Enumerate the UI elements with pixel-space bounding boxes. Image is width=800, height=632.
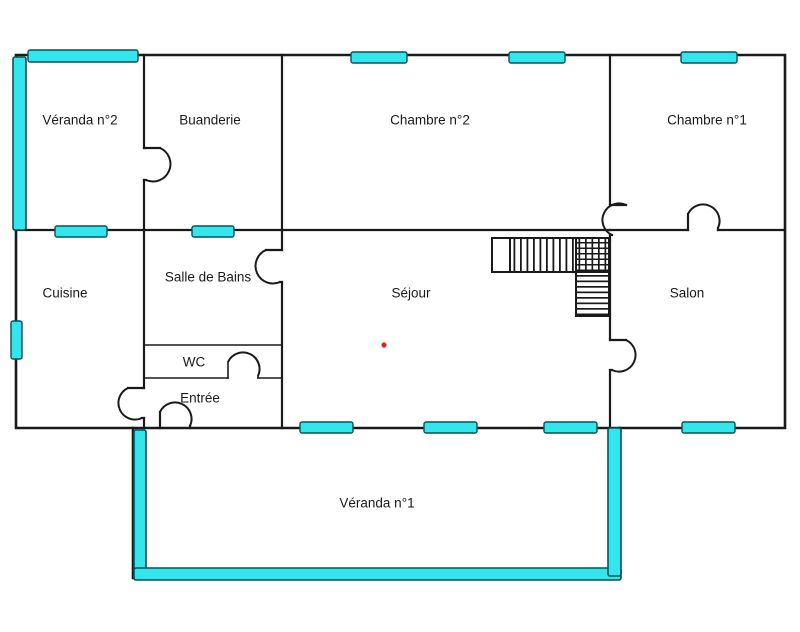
interior-walls xyxy=(14,53,787,430)
room-label-sejour: Séjour xyxy=(391,286,431,301)
door-salle-de-bains xyxy=(254,248,284,285)
window-salon-bottom xyxy=(681,421,736,434)
window-buanderie-bottom xyxy=(191,225,235,238)
room-label-veranda-1: Véranda n°1 xyxy=(339,496,414,511)
window-sejour-bottom-1 xyxy=(299,421,354,434)
glazed-wall-veranda1-left xyxy=(133,429,147,576)
window-sejour-bottom-2 xyxy=(423,421,478,434)
room-label-wc: WC xyxy=(183,355,206,370)
staircase xyxy=(491,237,610,317)
window-veranda2-bottom xyxy=(54,225,108,238)
window-chambre1-top xyxy=(680,51,738,64)
stair-landing xyxy=(575,237,610,273)
room-label-veranda-2: Véranda n°2 xyxy=(42,113,117,128)
window-chambre2-top-right xyxy=(508,51,566,64)
room-label-salle-de-bains: Salle de Bains xyxy=(165,270,252,285)
door-chambre1 xyxy=(601,202,628,237)
door-salon-top xyxy=(686,203,721,232)
glazed-wall-veranda2-left xyxy=(12,56,27,231)
window-chambre2-top-left xyxy=(350,51,408,64)
door-entree-left xyxy=(117,386,146,421)
room-label-chambre-2: Chambre n°2 xyxy=(390,113,470,128)
room-labels: Véranda n°2 Buanderie Chambre n°2 Chambr… xyxy=(42,113,746,511)
glazed-wall-veranda1-bottom xyxy=(133,567,622,581)
door-buanderie xyxy=(142,146,172,183)
stair-lower-run xyxy=(575,271,610,317)
doors xyxy=(117,146,721,430)
window-veranda2-top xyxy=(27,49,139,63)
windows xyxy=(10,49,738,434)
room-label-entree: Entrée xyxy=(180,391,220,406)
room-label-chambre-1: Chambre n°1 xyxy=(667,113,747,128)
room-label-cuisine: Cuisine xyxy=(42,286,87,301)
door-entree-bottom xyxy=(158,401,193,430)
door-salon-left xyxy=(608,338,637,373)
main-house-outline xyxy=(14,53,787,430)
glazed-wall-veranda1-right xyxy=(607,427,622,577)
door-wc xyxy=(227,351,261,379)
window-sejour-bottom-3 xyxy=(543,421,598,434)
center-point-marker xyxy=(381,342,387,348)
stair-start-block xyxy=(491,237,511,273)
glazed-walls xyxy=(12,56,622,581)
room-label-buanderie: Buanderie xyxy=(179,113,241,128)
room-label-salon: Salon xyxy=(670,286,705,301)
window-cuisine-left xyxy=(10,320,23,360)
